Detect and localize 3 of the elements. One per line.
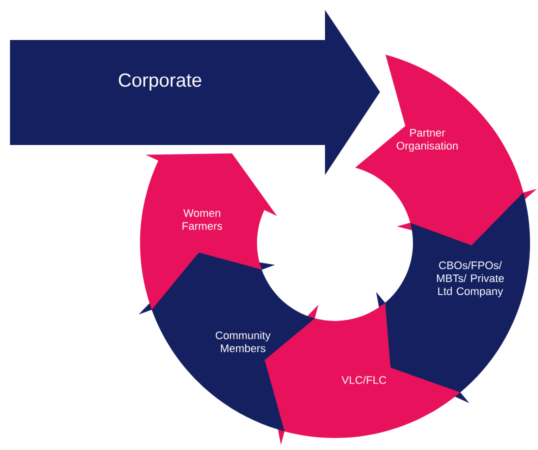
arrow-segment: Women Farmers — [140, 153, 277, 310]
arrow-segment: Partner Organisation — [355, 54, 537, 246]
arrow-segment: Community Members — [138, 252, 315, 432]
